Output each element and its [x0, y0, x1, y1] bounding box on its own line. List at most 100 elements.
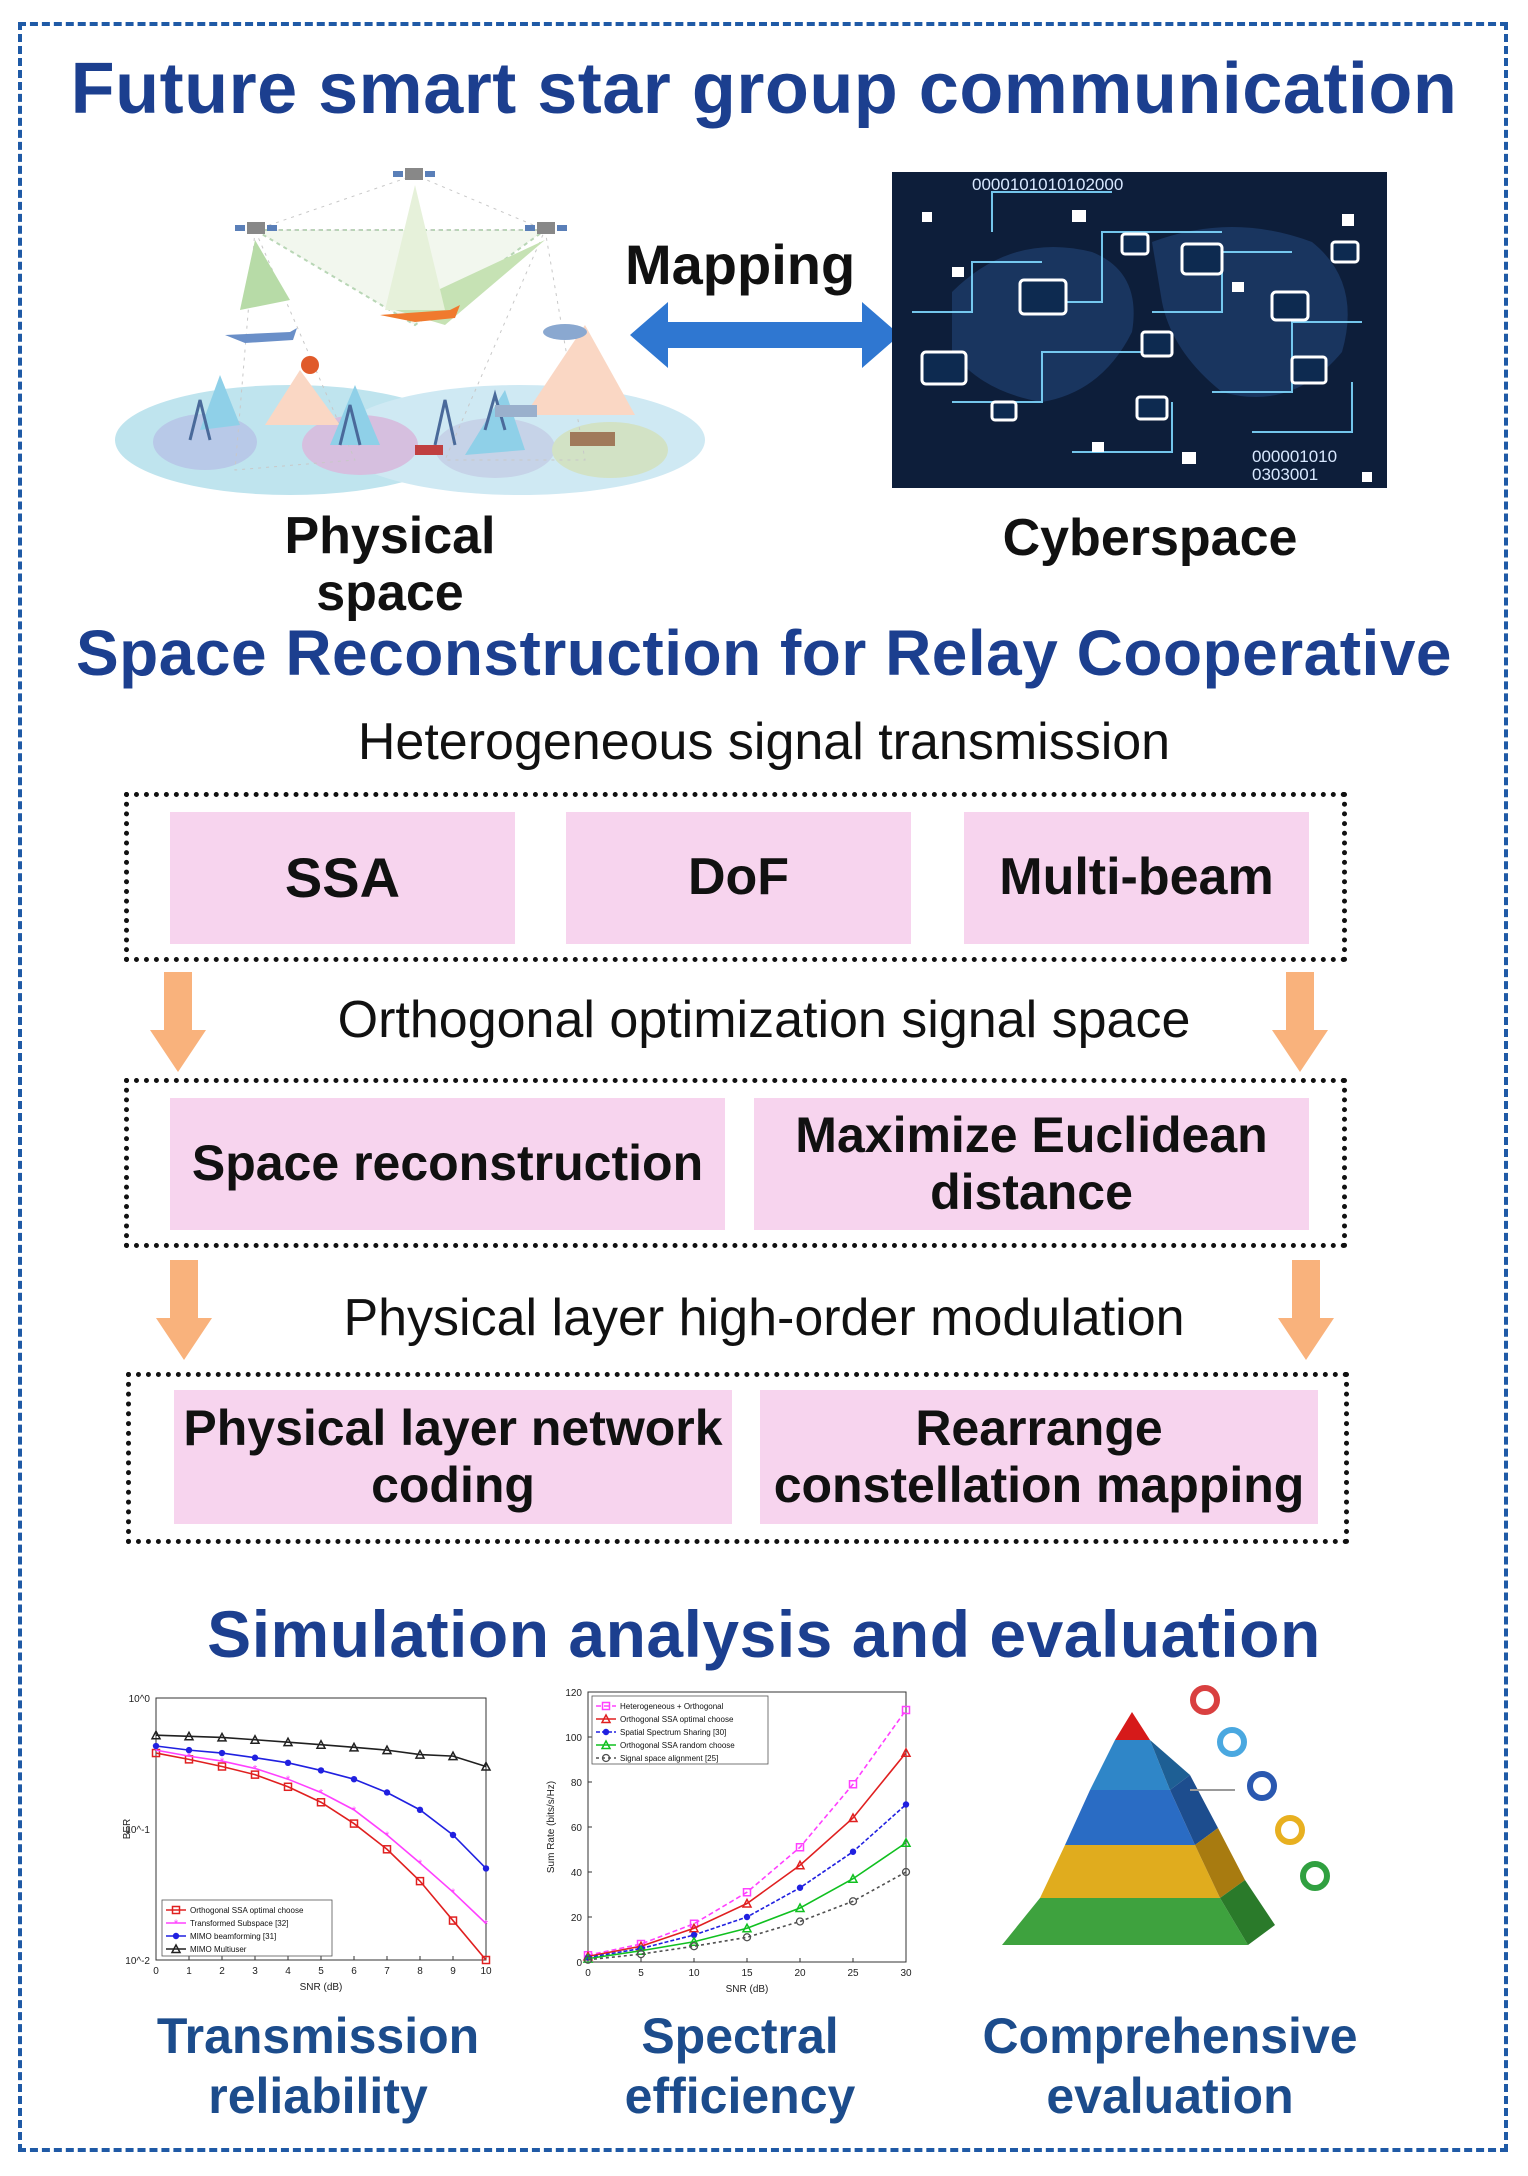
cyberspace-illustration: 0000101010102000 000001010 0303001: [892, 172, 1387, 488]
rate-y-tick-label: 100: [565, 1733, 582, 1744]
evaluation-pyramid: [1002, 1685, 1330, 1945]
ber-point: [249, 1734, 261, 1745]
ber-point: [250, 1770, 260, 1779]
section2-title: Space Reconstruction for Relay Cooperati…: [75, 617, 1453, 689]
network-coding-box: Physical layer network coding: [174, 1390, 732, 1524]
ber-legend-label: Orthogonal SSA optimal choose: [190, 1906, 304, 1915]
rate-x-tick-label: 0: [585, 1968, 591, 1979]
ber-point: [152, 1742, 160, 1750]
stage1-label: Heterogeneous signal transmission: [357, 713, 1171, 771]
rate-series-0: [583, 1705, 911, 1960]
rate-point: [849, 1848, 857, 1855]
ber-point: [185, 1746, 193, 1754]
ber-point: [447, 1750, 459, 1761]
rate-point: [901, 1867, 911, 1877]
rate-legend-marker: [601, 1701, 611, 1711]
rate-point: [796, 1884, 804, 1891]
rate-point: [688, 1936, 700, 1946]
rate-legend-label: Heterogeneous + Orthogonal: [620, 1702, 724, 1711]
rate-point: [848, 1780, 858, 1789]
ber-point: [415, 1876, 425, 1886]
ber-series-2: [152, 1742, 490, 1872]
ber-point: [448, 1916, 458, 1925]
rate-legend-marker: [602, 1728, 610, 1736]
ber-point: [480, 1760, 492, 1771]
cyber-digits-top: 0000101010102000: [972, 175, 1123, 194]
ber-point: [348, 1741, 360, 1752]
ber-legend-marker: [171, 1905, 181, 1915]
rate-point: [743, 1913, 751, 1921]
ber-series-line: [155, 1752, 487, 1961]
ber-point: [481, 1955, 491, 1965]
rate-legend-marker: [601, 1753, 611, 1763]
dof-box: DoF: [566, 812, 911, 944]
rate-point: [689, 1919, 699, 1928]
ber-x-tick-label: 5: [318, 1966, 324, 1977]
rate-point: [795, 1917, 805, 1926]
ber-x-tick-label: 2: [219, 1966, 225, 1977]
ber-point: *: [451, 1887, 456, 1899]
rate-point: [741, 1897, 753, 1908]
down-arrow-right-2: [1278, 1260, 1334, 1360]
ber-x-axis-label: SNR (dB): [300, 1982, 343, 1993]
rate-point: [847, 1812, 859, 1823]
rate-y-tick-label: 20: [571, 1913, 583, 1924]
ber-series-3: [150, 1729, 492, 1771]
ber-point: [151, 1748, 161, 1758]
ber-point: [150, 1729, 162, 1740]
rate-legend-label: Orthogonal SSA random choose: [620, 1741, 735, 1750]
ber-point: [218, 1749, 226, 1757]
rate-point: [583, 1955, 593, 1964]
stage2-box: [124, 1078, 1347, 1248]
caption-spectral-efficiency: Spectral efficiency: [624, 2008, 856, 2124]
ber-point: [317, 1767, 325, 1774]
rate-y-axis-label: Sum Rate (bits/s/Hz): [546, 1781, 557, 1873]
rate-point: [795, 1843, 805, 1852]
ber-x-tick-label: 8: [417, 1966, 423, 1977]
section3-title: Simulation analysis and evaluation: [207, 1597, 1321, 1671]
ber-legend-box: [161, 1899, 333, 1957]
ber-point: [282, 1736, 294, 1747]
ber-point: *: [253, 1763, 258, 1775]
rate-point: [582, 1953, 594, 1963]
cyber-digits-bottom-1: 000001010: [1252, 447, 1337, 466]
ber-point: *: [418, 1858, 423, 1870]
rate-x-tick-label: 10: [688, 1968, 700, 1979]
rate-y-tick-label: 0: [576, 1958, 582, 1969]
ber-point: [316, 1798, 326, 1807]
ber-series-1: ***********: [154, 1745, 489, 1930]
ber-point: [382, 1845, 392, 1854]
rate-point: [900, 1747, 912, 1757]
ber-point: [482, 1865, 490, 1872]
double-arrow: [630, 302, 900, 368]
down-arrow-right-1: [1272, 972, 1328, 1072]
rate-point: [794, 1902, 806, 1913]
ber-point: *: [319, 1787, 324, 1799]
ber-point: [381, 1744, 393, 1755]
space-reconstruction-box: Space reconstruction: [170, 1098, 725, 1230]
ber-point: [283, 1782, 293, 1792]
ber-x-tick-label: 9: [450, 1966, 456, 1977]
cyber-digits-bottom-2: 0303001: [1252, 465, 1318, 484]
ber-point: [284, 1759, 292, 1767]
stage3-label: Physical layer high-order modulation: [343, 1289, 1185, 1347]
rate-legend-box: [591, 1695, 769, 1765]
rate-x-tick-label: 15: [741, 1968, 753, 1979]
ber-y-tick-label: 10^-1: [125, 1825, 150, 1836]
caption-transmission-reliability: Transmission reliability: [156, 2008, 480, 2124]
ber-point: *: [286, 1774, 291, 1786]
ber-point: [350, 1775, 358, 1783]
down-arrow-left-1: [150, 972, 206, 1072]
maximize-distance-box: Maximize Euclidean distance: [754, 1098, 1309, 1230]
ber-legend-label: Transformed Subspace [32]: [190, 1919, 288, 1928]
rate-point: [741, 1922, 753, 1933]
rate-legend-label: Signal space alignment [25]: [620, 1754, 718, 1763]
rate-point: [847, 1873, 859, 1883]
physical-space-illustration: [115, 168, 705, 495]
rate-point: [902, 1801, 910, 1808]
ber-legend: Orthogonal SSA optimal choose*Transforme…: [161, 1899, 333, 1957]
stage1-box: [124, 792, 1347, 962]
ssa-box: SSA: [170, 812, 515, 944]
